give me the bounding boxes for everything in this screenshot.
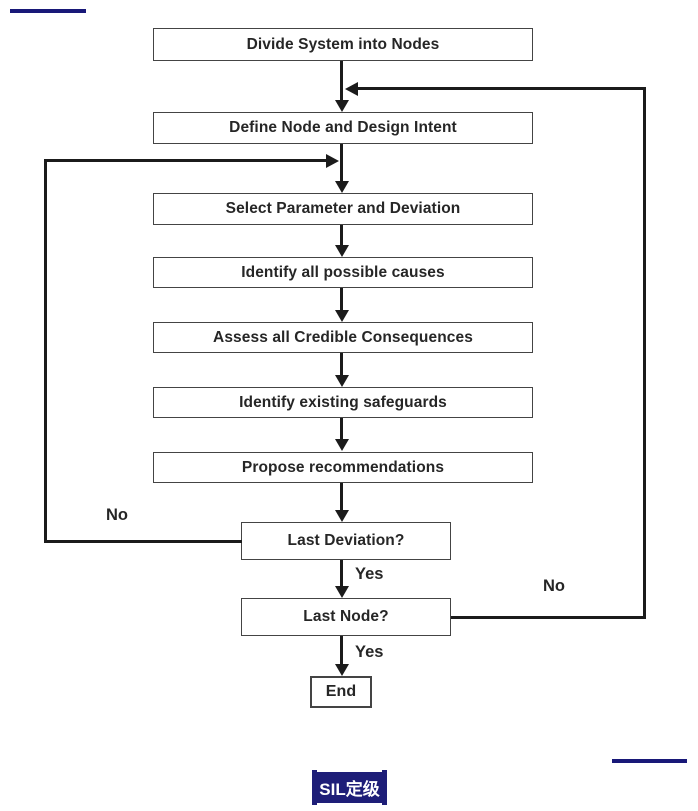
edge-lastdev-to-lastnode [340,560,343,587]
edge-define-to-select [340,144,343,182]
node-divide-system: Divide System into Nodes [153,28,533,61]
node-propose-recommendations: Propose recommendations [153,452,533,483]
arrowhead-down-icon [334,100,349,112]
arrowhead-down-icon [334,245,349,257]
arrowhead-left-icon [345,82,358,96]
edge-causes-to-assess [340,288,343,311]
edge-assess-to-safeguards [340,353,343,376]
node-identify-causes: Identify all possible causes [153,257,533,288]
arrowhead-down-icon [334,664,349,676]
label-lastdev-yes: Yes [355,565,384,583]
arrowhead-down-icon [334,181,349,193]
arrowhead-down-icon [334,586,349,598]
arrowhead-down-icon [334,439,349,451]
edge-lastdev-no-vertical [44,159,47,543]
edge-propose-to-lastdev [340,483,343,511]
node-identify-safeguards: Identify existing safeguards [153,387,533,418]
bottom-right-accent-line [612,759,687,763]
label-lastdev-no: No [106,506,128,524]
edge-lastdev-no-return [45,159,326,162]
edge-divide-to-define [340,61,343,101]
edge-lastnode-to-end [340,636,343,665]
node-last-node: Last Node? [241,598,451,636]
sil-rating-badge[interactable]: SIL定级 [312,770,387,805]
edge-lastnode-no-vertical [643,87,646,619]
node-define-node: Define Node and Design Intent [153,112,533,144]
arrowhead-down-icon [334,310,349,322]
label-lastnode-yes: Yes [355,643,384,661]
top-left-accent-line [10,9,86,13]
node-select-parameter: Select Parameter and Deviation [153,193,533,225]
edge-lastnode-no-horizontal [451,616,646,619]
edge-safeguards-to-propose [340,418,343,440]
node-assess-consequences: Assess all Credible Consequences [153,322,533,353]
node-end: End [310,676,372,708]
edge-select-to-causes [340,225,343,246]
arrowhead-down-icon [334,510,349,522]
node-last-deviation: Last Deviation? [241,522,451,560]
label-lastnode-no: No [543,577,565,595]
arrowhead-down-icon [334,375,349,387]
arrowhead-right-icon [326,153,339,168]
edge-lastdev-no-horizontal [44,540,242,543]
edge-lastnode-no-return [357,87,645,90]
